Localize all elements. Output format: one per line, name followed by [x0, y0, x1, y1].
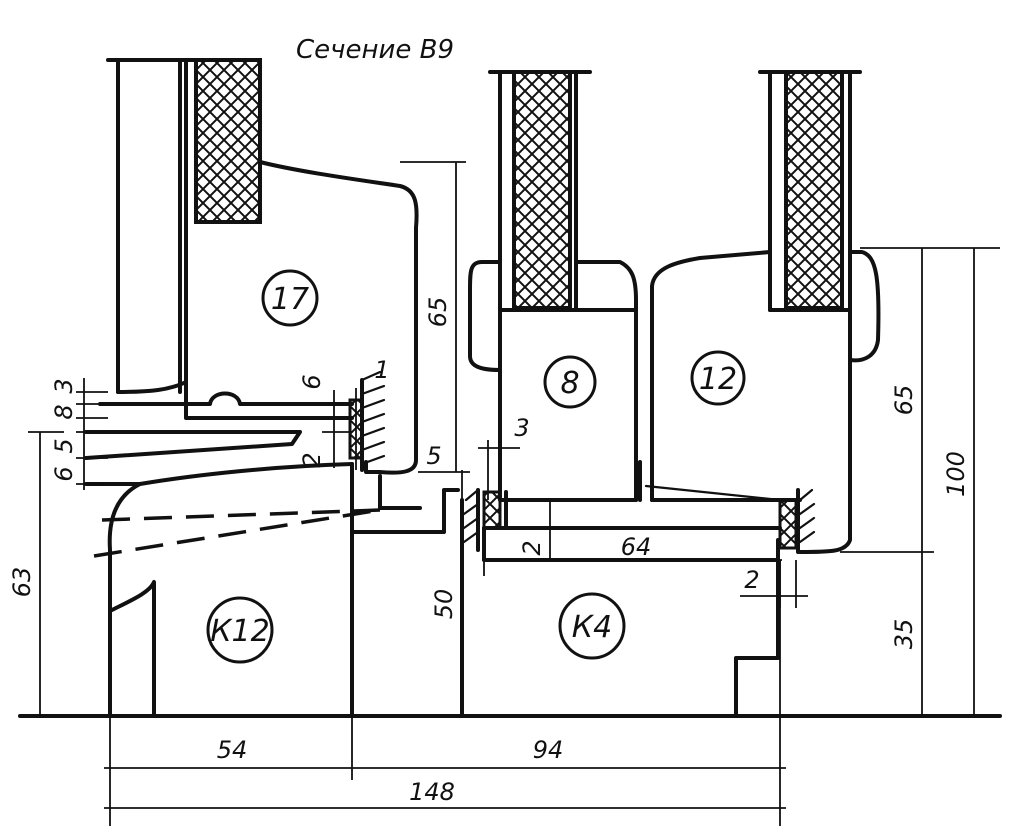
svg-text:1: 1: [374, 356, 389, 384]
svg-text:3: 3: [50, 378, 78, 393]
svg-text:2: 2: [518, 540, 546, 555]
dimension-lines: [28, 161, 1000, 826]
right-seal: [778, 488, 816, 554]
svg-text:148: 148: [409, 778, 455, 806]
svg-text:35: 35: [890, 619, 918, 650]
svg-text:3: 3: [514, 414, 529, 442]
svg-text:65: 65: [890, 385, 918, 416]
svg-text:2: 2: [744, 566, 759, 594]
svg-text:5: 5: [50, 438, 78, 453]
label-8: 8: [543, 355, 597, 409]
profile-17: [98, 160, 419, 475]
svg-text:8: 8: [50, 404, 78, 419]
svg-text:94: 94: [533, 736, 564, 764]
svg-text:К12: К12: [210, 614, 269, 649]
svg-text:17: 17: [271, 282, 309, 317]
right-glass-infill: [758, 70, 862, 312]
section-title: Сечение В9: [296, 35, 454, 65]
middle-glass-infill: [488, 70, 592, 312]
profile-k12: [18, 430, 1002, 718]
svg-text:50: 50: [430, 589, 458, 620]
svg-text:100: 100: [942, 451, 970, 497]
svg-text:54: 54: [217, 736, 248, 764]
svg-text:12: 12: [699, 362, 737, 397]
svg-text:5: 5: [426, 442, 441, 470]
profile-12: [644, 250, 881, 554]
middle-seal: [462, 488, 502, 552]
label-17: 17: [261, 269, 319, 327]
svg-text:6: 6: [298, 374, 326, 389]
svg-text:К4: К4: [572, 610, 612, 645]
left-glass-infill: [194, 58, 262, 224]
svg-text:65: 65: [424, 297, 452, 328]
dimension-labels: 3 8 5 6 63 6 1 2 65 5 3 50 2 64 2 65 100…: [8, 297, 970, 806]
label-k4: К4: [558, 592, 626, 660]
svg-text:8: 8: [560, 366, 579, 401]
label-k12: К12: [206, 596, 274, 664]
svg-text:64: 64: [621, 533, 652, 561]
svg-text:63: 63: [8, 567, 36, 598]
svg-text:2: 2: [298, 452, 326, 467]
label-12: 12: [690, 350, 746, 406]
svg-text:6: 6: [50, 466, 78, 481]
